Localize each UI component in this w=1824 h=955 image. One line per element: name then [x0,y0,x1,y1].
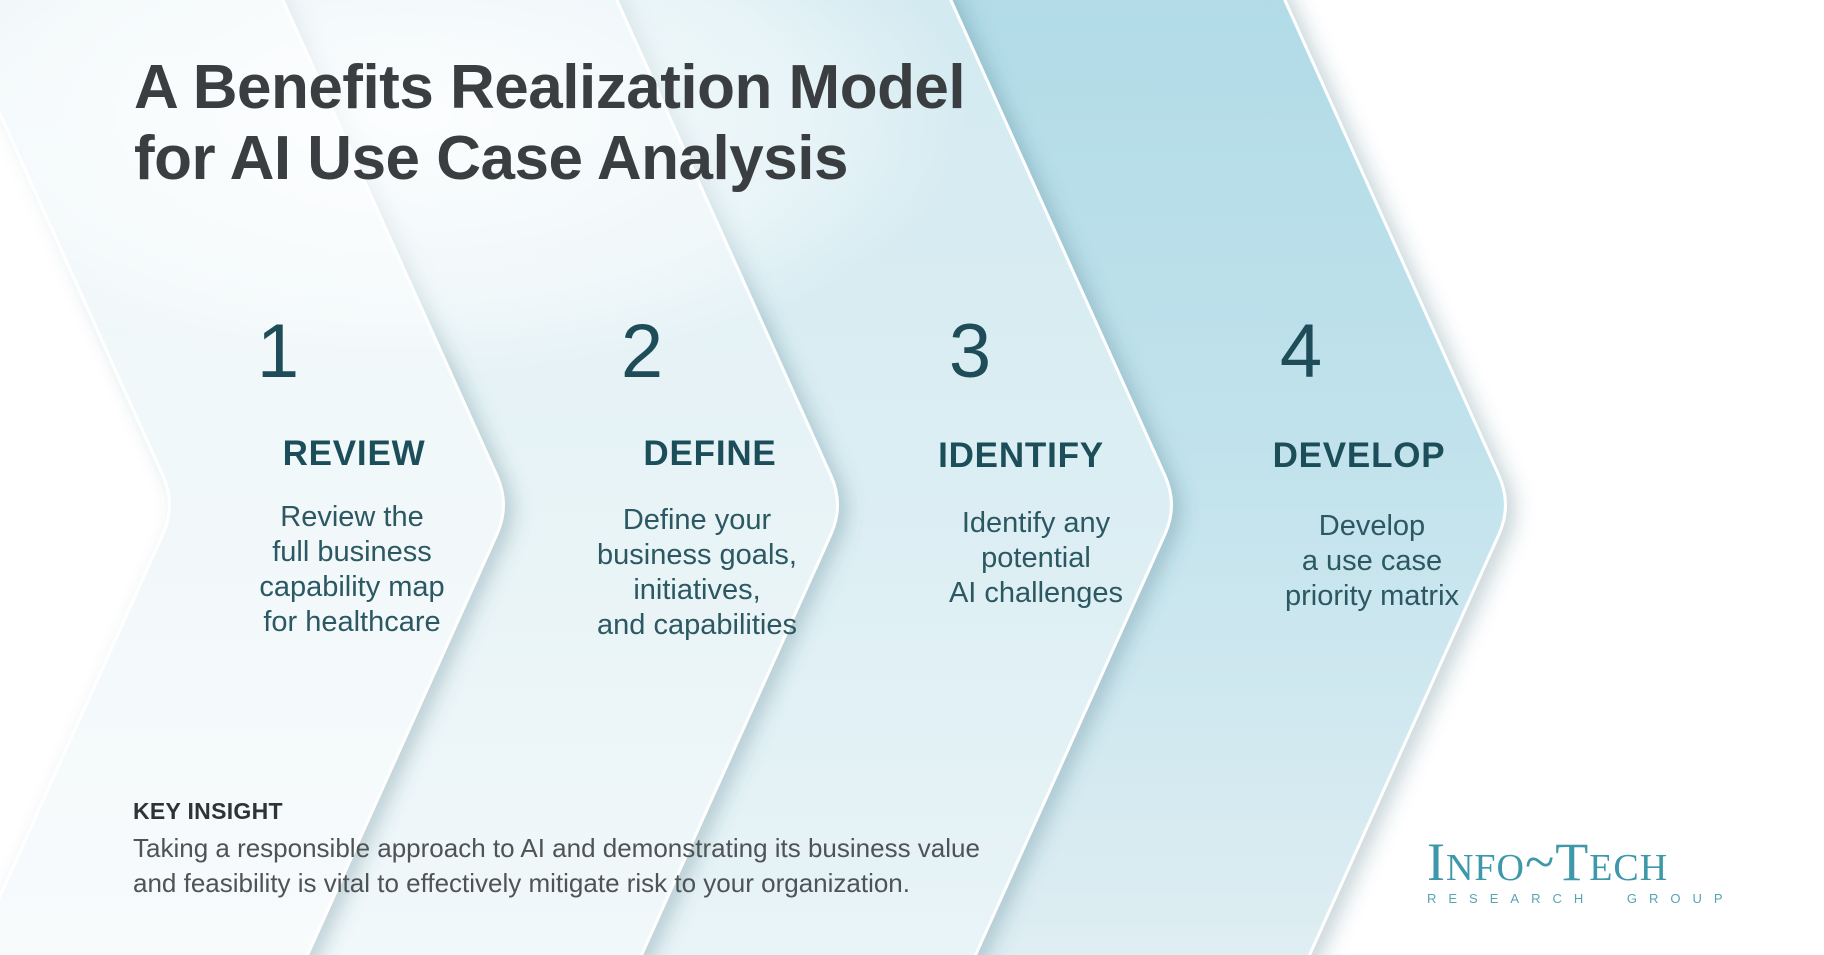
infotech-logo-wordmark: Info~Tech [1427,832,1669,892]
infotech-logo: Info~Tech RESEARCH GROUP [1427,832,1735,906]
step-1-heading: REVIEW [282,434,426,473]
step-4-heading: DEVELOP [1272,436,1446,475]
step-2-number: 2 [620,309,664,394]
step-1-description: Review the full business capability map … [259,501,445,638]
infotech-logo-subtitle: RESEARCH GROUP [1427,891,1735,906]
page-title-line-1: A Benefits Realization Model [134,53,966,122]
step-2-description: Define your business goals, initiatives,… [597,504,797,641]
step-3-number: 3 [948,309,992,394]
title-glow [0,0,970,380]
step-3-heading: IDENTIFY [938,436,1104,475]
step-4-description: Develop a use case priority matrix [1284,510,1460,612]
step-4-number: 4 [1279,309,1323,394]
key-insight-label: KEY INSIGHT [133,798,283,824]
page-title-line-2: for AI Use Case Analysis [134,124,848,193]
step-3-description: Identify any potential AI challenges [948,507,1124,609]
page-title: A Benefits Realization Model for AI Use … [134,52,966,194]
step-2-heading: DEFINE [643,434,777,473]
step-1-number: 1 [256,309,300,394]
key-insight-text: Taking a responsible approach to AI and … [133,833,980,898]
